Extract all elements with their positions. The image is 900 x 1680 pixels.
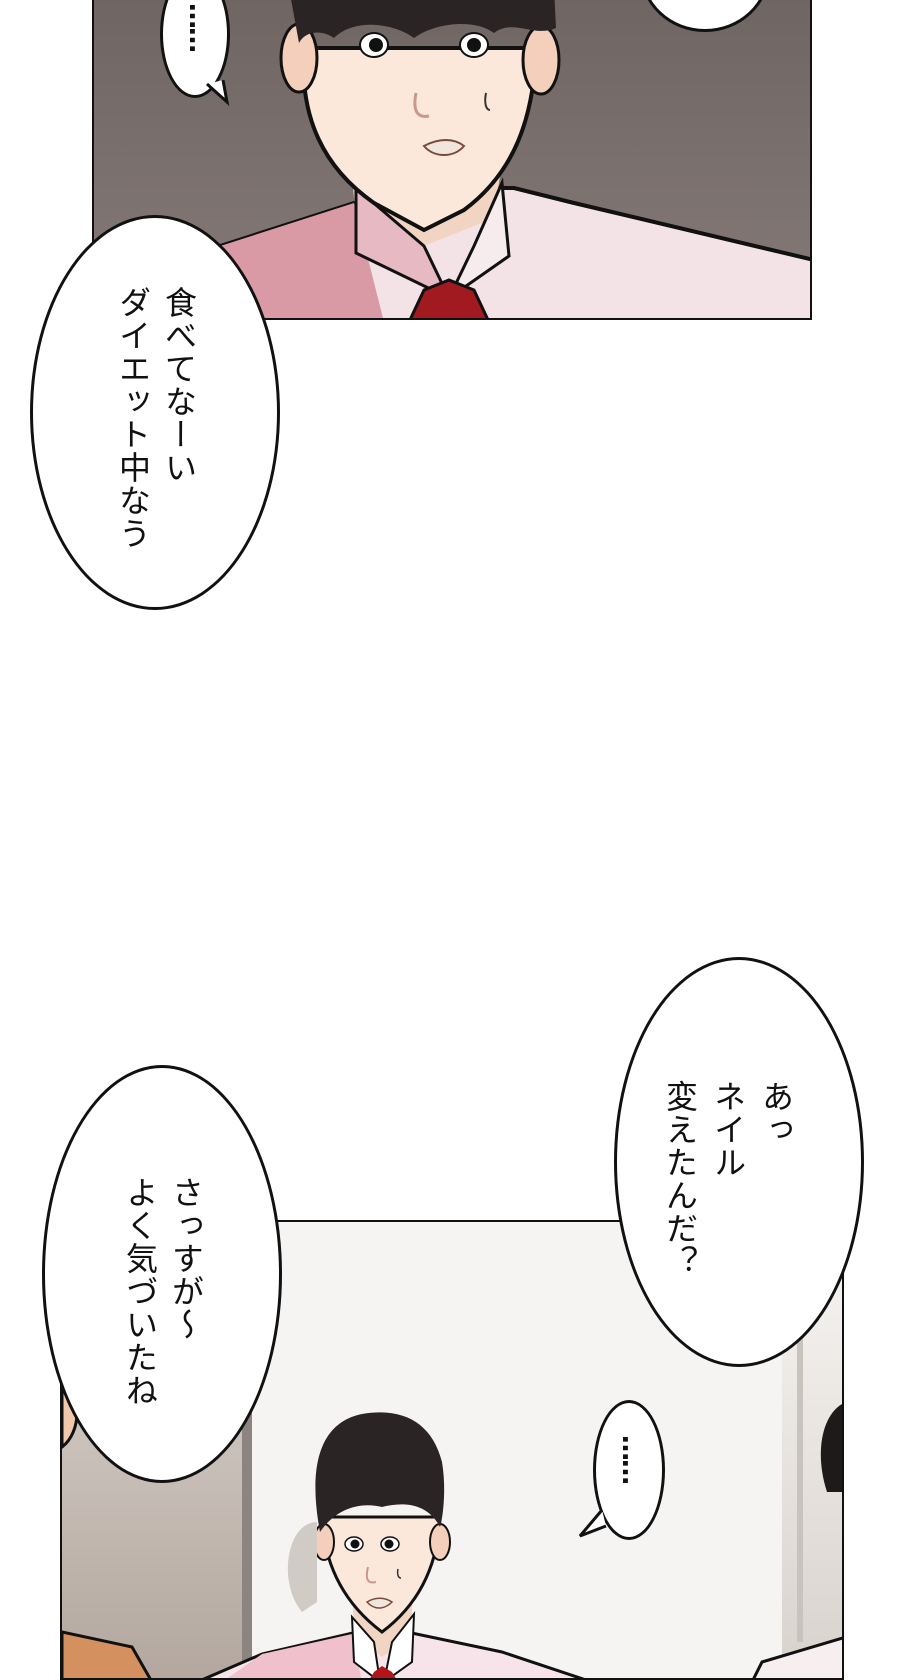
bubble-line-3: 変えたんだ？ — [661, 1080, 699, 1278]
panel-top-closeup — [92, 0, 812, 320]
bubble-line-1: さっすが〜 — [167, 1176, 205, 1341]
speech-bubble-bottom-ellipsis: …… — [593, 1400, 665, 1540]
bubble-tail-icon — [578, 1509, 607, 1538]
bubble-line-2: よく気づいたね — [121, 1176, 159, 1407]
speech-bubble-nail: あっ ネイル 変えたんだ？ — [614, 957, 864, 1367]
bubble-line-1: あっ — [757, 1080, 795, 1146]
bubble-line-2: ネイル — [709, 1080, 747, 1179]
bubble-tail-icon — [205, 79, 230, 107]
bubble-text: …… — [183, 3, 213, 51]
speech-bubble-sasuga: さっすが〜 よく気づいたね — [42, 1065, 282, 1483]
speech-bubble-diet: 食べてなーい ダイエット中なう — [30, 215, 280, 610]
bubble-line-1: 食べてなーい — [160, 286, 198, 484]
bubble-text: …… — [616, 1435, 646, 1483]
bubble-line-2: ダイエット中なう — [114, 286, 152, 550]
